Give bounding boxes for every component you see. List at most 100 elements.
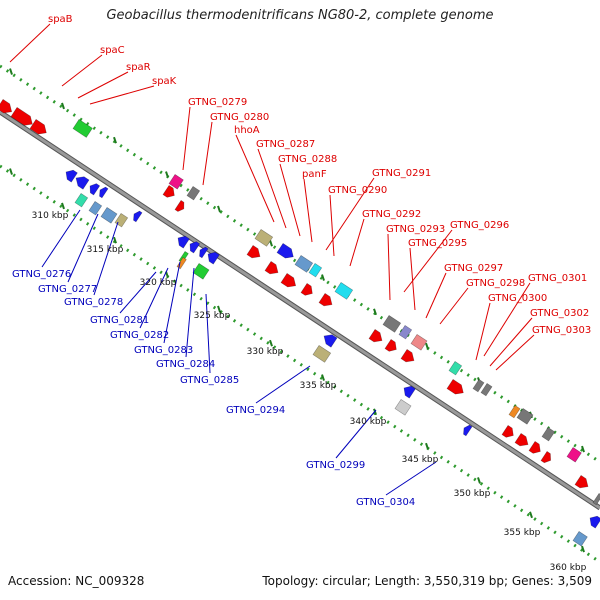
forward-track-tick xyxy=(217,205,221,213)
gene-labels: spaBspaCspaRspaKGTNG_0279GTNG_0280hhoAGT… xyxy=(9,14,591,508)
forward-gene-label: spaB xyxy=(48,14,73,25)
blue-gene-arrow xyxy=(133,210,143,223)
reverse-label-leader xyxy=(67,213,99,283)
reverse-label-leader xyxy=(41,209,81,268)
steelblue-gene-box xyxy=(88,200,103,216)
gray-gene-box xyxy=(516,407,534,425)
forward-track-tick xyxy=(373,308,377,316)
kbp-label: 320 kbp xyxy=(140,278,177,288)
red-gene-arrow xyxy=(162,184,175,198)
red-gene-arrow xyxy=(264,260,279,275)
forward-label-leader xyxy=(279,163,301,237)
forward-label-leader xyxy=(257,148,287,229)
steelblue-gene-box xyxy=(294,254,314,273)
reverse-label-leader xyxy=(163,261,181,344)
red-gene-arrow xyxy=(501,424,514,438)
forward-label-leader xyxy=(403,229,453,293)
forward-track-tick xyxy=(321,274,325,281)
blue-gene-arrow xyxy=(207,251,220,265)
forward-gene-label: GTNG_0302 xyxy=(530,308,589,319)
red-gene-arrow xyxy=(300,282,313,296)
reverse-label-leader xyxy=(205,293,211,374)
forward-label-leader xyxy=(89,85,155,105)
red-gene-arrow xyxy=(446,378,464,395)
red-gene-arrow xyxy=(574,474,589,489)
forward-label-leader xyxy=(202,121,213,186)
reverse-label-leader xyxy=(119,271,157,314)
forward-gene-label: GTNG_0297 xyxy=(444,263,503,274)
blue-gene-arrow xyxy=(75,176,90,190)
reverse-track-tick xyxy=(425,442,429,450)
reverse-gene-label: GTNG_0283 xyxy=(134,345,193,356)
forward-gene-label: GTNG_0296 xyxy=(450,220,509,231)
reverse-gene-label: GTNG_0281 xyxy=(90,315,149,326)
forward-gene-label: GTNG_0279 xyxy=(188,97,247,108)
reverse-track-tick xyxy=(61,202,65,210)
red-gene-arrow xyxy=(29,118,47,135)
gray-gene-box xyxy=(472,378,485,393)
pink-gene-box xyxy=(410,333,428,351)
reverse-label-leader xyxy=(93,221,119,296)
forward-label-leader xyxy=(235,134,275,223)
forward-label-leader xyxy=(489,317,533,367)
kbp-label: 315 kbp xyxy=(87,245,124,255)
forward-label-leader xyxy=(495,334,535,371)
forward-label-leader xyxy=(61,54,103,87)
olive-gene-box xyxy=(312,344,332,363)
forward-gene-label: GTNG_0295 xyxy=(408,238,467,249)
blue-gene-arrow xyxy=(189,241,201,254)
forward-gene-label: spaC xyxy=(100,45,125,56)
reverse-gene-label: GTNG_0278 xyxy=(64,297,123,308)
red-gene-arrow xyxy=(400,348,415,363)
topology-label: Topology: circular; Length: 3,550,319 bp… xyxy=(262,574,592,588)
blue-gene-arrow xyxy=(589,515,600,529)
green-gene-box xyxy=(192,262,210,280)
kbp-label: 355 kbp xyxy=(504,528,541,538)
forward-track-tick xyxy=(425,342,429,350)
page-title: Geobacillus thermodenitrificans NG80-2, … xyxy=(106,8,494,23)
cyan-gene-box xyxy=(334,281,354,300)
steelblue-gene-box xyxy=(572,530,588,547)
red-gene-arrow xyxy=(540,450,551,464)
forward-gene-label: GTNG_0291 xyxy=(372,168,431,179)
reverse-gene-label: GTNG_0304 xyxy=(356,497,415,508)
teal-gene-box xyxy=(448,360,463,376)
blue-gene-arrow xyxy=(463,424,473,437)
genome-backbone xyxy=(0,110,600,510)
blue-gene-arrow xyxy=(89,183,101,196)
reverse-gene-label: GTNG_0299 xyxy=(306,460,365,471)
kbp-label: 345 kbp xyxy=(402,455,439,465)
olive-gene-box xyxy=(254,228,274,247)
forward-gene-label: GTNG_0288 xyxy=(278,154,337,165)
reverse-label-leader xyxy=(335,409,377,459)
forward-gene-label: GTNG_0298 xyxy=(466,278,525,289)
forward-track-tick xyxy=(165,171,169,178)
forward-gene-label: hhoA xyxy=(234,125,260,136)
orange-gene-box xyxy=(508,404,521,419)
reverse-track-tick xyxy=(217,305,221,313)
reverse-gene-label: GTNG_0282 xyxy=(110,330,169,341)
red-gene-arrow xyxy=(174,199,185,212)
blue-gene-arrow xyxy=(99,186,109,199)
kbp-label: 310 kbp xyxy=(32,211,69,221)
red-gene-arrow xyxy=(384,338,397,352)
red-gene-arrow xyxy=(514,432,529,447)
gene-features xyxy=(0,98,600,547)
forward-label-leader xyxy=(329,194,335,257)
blue-gene-arrow xyxy=(177,235,190,249)
reverse-track-tick xyxy=(581,545,585,553)
kbp-label: 350 kbp xyxy=(454,489,491,499)
blue-gene-arrow xyxy=(323,334,338,348)
gray-gene-box xyxy=(186,185,201,201)
red-gene-arrow xyxy=(0,98,13,114)
kbp-ticks xyxy=(9,68,585,553)
blue-gene-arrow xyxy=(199,246,209,259)
forward-label-leader xyxy=(425,272,447,319)
forward-track-tick xyxy=(113,136,117,144)
forward-label-leader xyxy=(439,287,469,325)
reverse-label-leader xyxy=(385,461,437,496)
forward-label-leader xyxy=(475,302,491,361)
forward-label-leader xyxy=(77,71,129,99)
